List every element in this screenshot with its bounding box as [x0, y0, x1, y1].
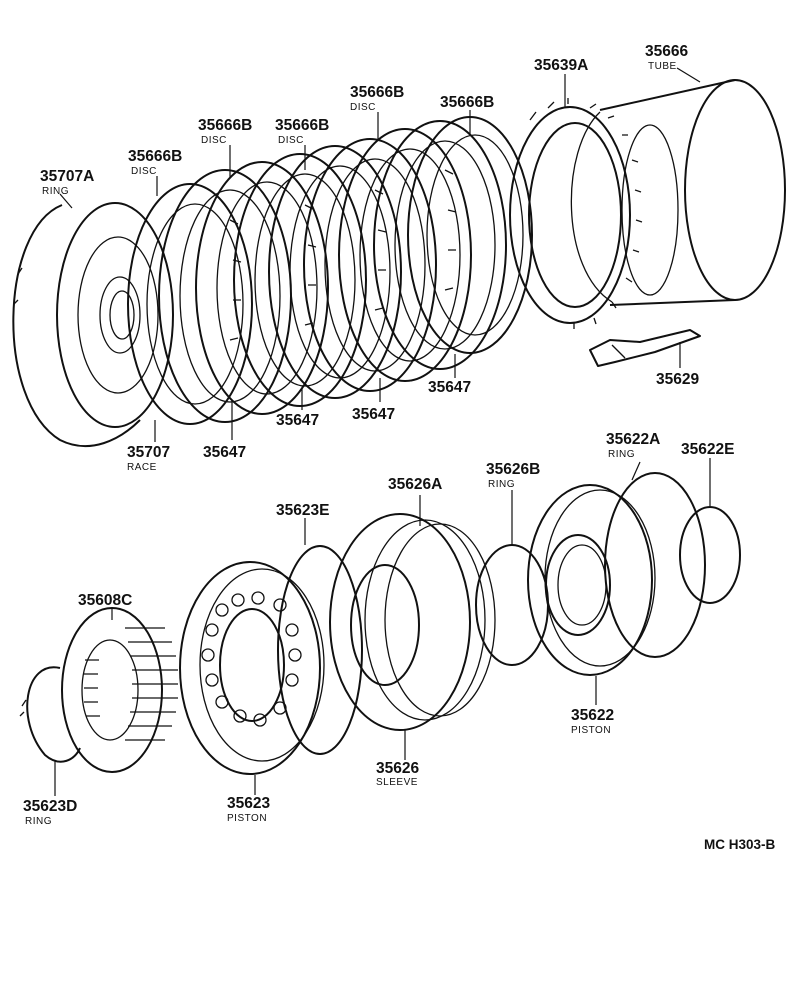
svg-text:35647: 35647 [352, 406, 395, 423]
svg-text:35707: 35707 [127, 444, 170, 461]
sleeve-35626 [329, 513, 496, 731]
label-35707A: 35707A RING [40, 168, 94, 197]
clutch-disc-pack [127, 116, 533, 425]
svg-text:RING: RING [488, 479, 515, 490]
svg-text:35623E: 35623E [276, 502, 329, 519]
svg-text:DISC: DISC [350, 102, 376, 113]
svg-text:35647: 35647 [428, 379, 471, 396]
svg-text:35622: 35622 [571, 707, 614, 724]
svg-text:35666B: 35666B [275, 117, 329, 134]
label-35623E: 35623E [276, 502, 329, 519]
label-35647-a: 35647 [203, 444, 246, 461]
svg-text:PISTON: PISTON [227, 813, 267, 824]
svg-text:35626A: 35626A [388, 476, 442, 493]
svg-text:PISTON: PISTON [571, 725, 611, 736]
label-35629: 35629 [656, 371, 699, 388]
ring-35622A [604, 472, 706, 658]
diagram-code: MC H303-B [704, 837, 776, 852]
svg-text:35608C: 35608C [78, 592, 132, 609]
svg-text:RING: RING [608, 449, 635, 460]
leader-lines [54, 67, 711, 796]
svg-text:35666B: 35666B [198, 117, 252, 134]
ring-35623E [277, 545, 363, 755]
clip-35629 [589, 329, 701, 367]
ring-35707A [12, 204, 141, 448]
svg-text:35666B: 35666B [440, 94, 494, 111]
svg-text:35666: 35666 [645, 43, 688, 60]
label-35608C: 35608C [78, 592, 132, 609]
label-35666B-top-disc: 35666B DISC [350, 84, 404, 113]
svg-text:35647: 35647 [203, 444, 246, 461]
label-35639A: 35639A [534, 57, 588, 74]
label-35666B-center-disc: 35666B DISC [275, 117, 329, 146]
svg-text:TUBE: TUBE [648, 61, 677, 72]
svg-text:RACE: RACE [127, 462, 157, 473]
svg-text:35623: 35623 [227, 795, 270, 812]
label-35666B-mid-disc: 35666B DISC [198, 117, 252, 146]
label-35623D: 35623D RING [23, 798, 77, 827]
label-35623: 35623 PISTON [227, 795, 270, 824]
svg-text:DISC: DISC [131, 166, 157, 177]
svg-text:35626: 35626 [376, 760, 419, 777]
label-35626A: 35626A [388, 476, 442, 493]
label-35647-c: 35647 [352, 406, 395, 423]
label-35647-b: 35647 [276, 412, 319, 429]
label-35622: 35622 PISTON [571, 707, 614, 736]
ring-35622E [679, 506, 741, 604]
svg-text:DISC: DISC [278, 135, 304, 146]
label-35647-d: 35647 [428, 379, 471, 396]
piston-35623 [179, 561, 325, 775]
ring-35639A [509, 98, 643, 329]
svg-text:35623D: 35623D [23, 798, 77, 815]
label-35666B-left-disc: 35666B DISC [128, 148, 182, 177]
piston-35622 [527, 484, 656, 676]
ring-35626B [475, 544, 549, 666]
svg-text:RING: RING [25, 816, 52, 827]
spring-retainer-35608C [61, 607, 178, 773]
label-35707: 35707 RACE [127, 444, 170, 473]
ring-35623D [19, 666, 81, 763]
label-35666B-right: 35666B [440, 94, 494, 111]
race-35707 [56, 202, 174, 428]
label-35622E: 35622E [681, 441, 734, 458]
svg-text:35707A: 35707A [40, 168, 94, 185]
svg-text:SLEEVE: SLEEVE [376, 777, 418, 788]
label-35626: 35626 SLEEVE [376, 760, 419, 788]
svg-text:35666B: 35666B [350, 84, 404, 101]
svg-text:35629: 35629 [656, 371, 699, 388]
svg-text:35622E: 35622E [681, 441, 734, 458]
label-35622A: 35622A RING [606, 431, 660, 460]
svg-text:35622A: 35622A [606, 431, 660, 448]
label-35626B: 35626B RING [486, 461, 540, 490]
svg-text:35639A: 35639A [534, 57, 588, 74]
label-35666: 35666 TUBE [645, 43, 688, 72]
svg-text:35647: 35647 [276, 412, 319, 429]
svg-text:DISC: DISC [201, 135, 227, 146]
tube-35666 [570, 79, 786, 306]
svg-text:35626B: 35626B [486, 461, 540, 478]
svg-text:35666B: 35666B [128, 148, 182, 165]
svg-text:RING: RING [42, 186, 69, 197]
